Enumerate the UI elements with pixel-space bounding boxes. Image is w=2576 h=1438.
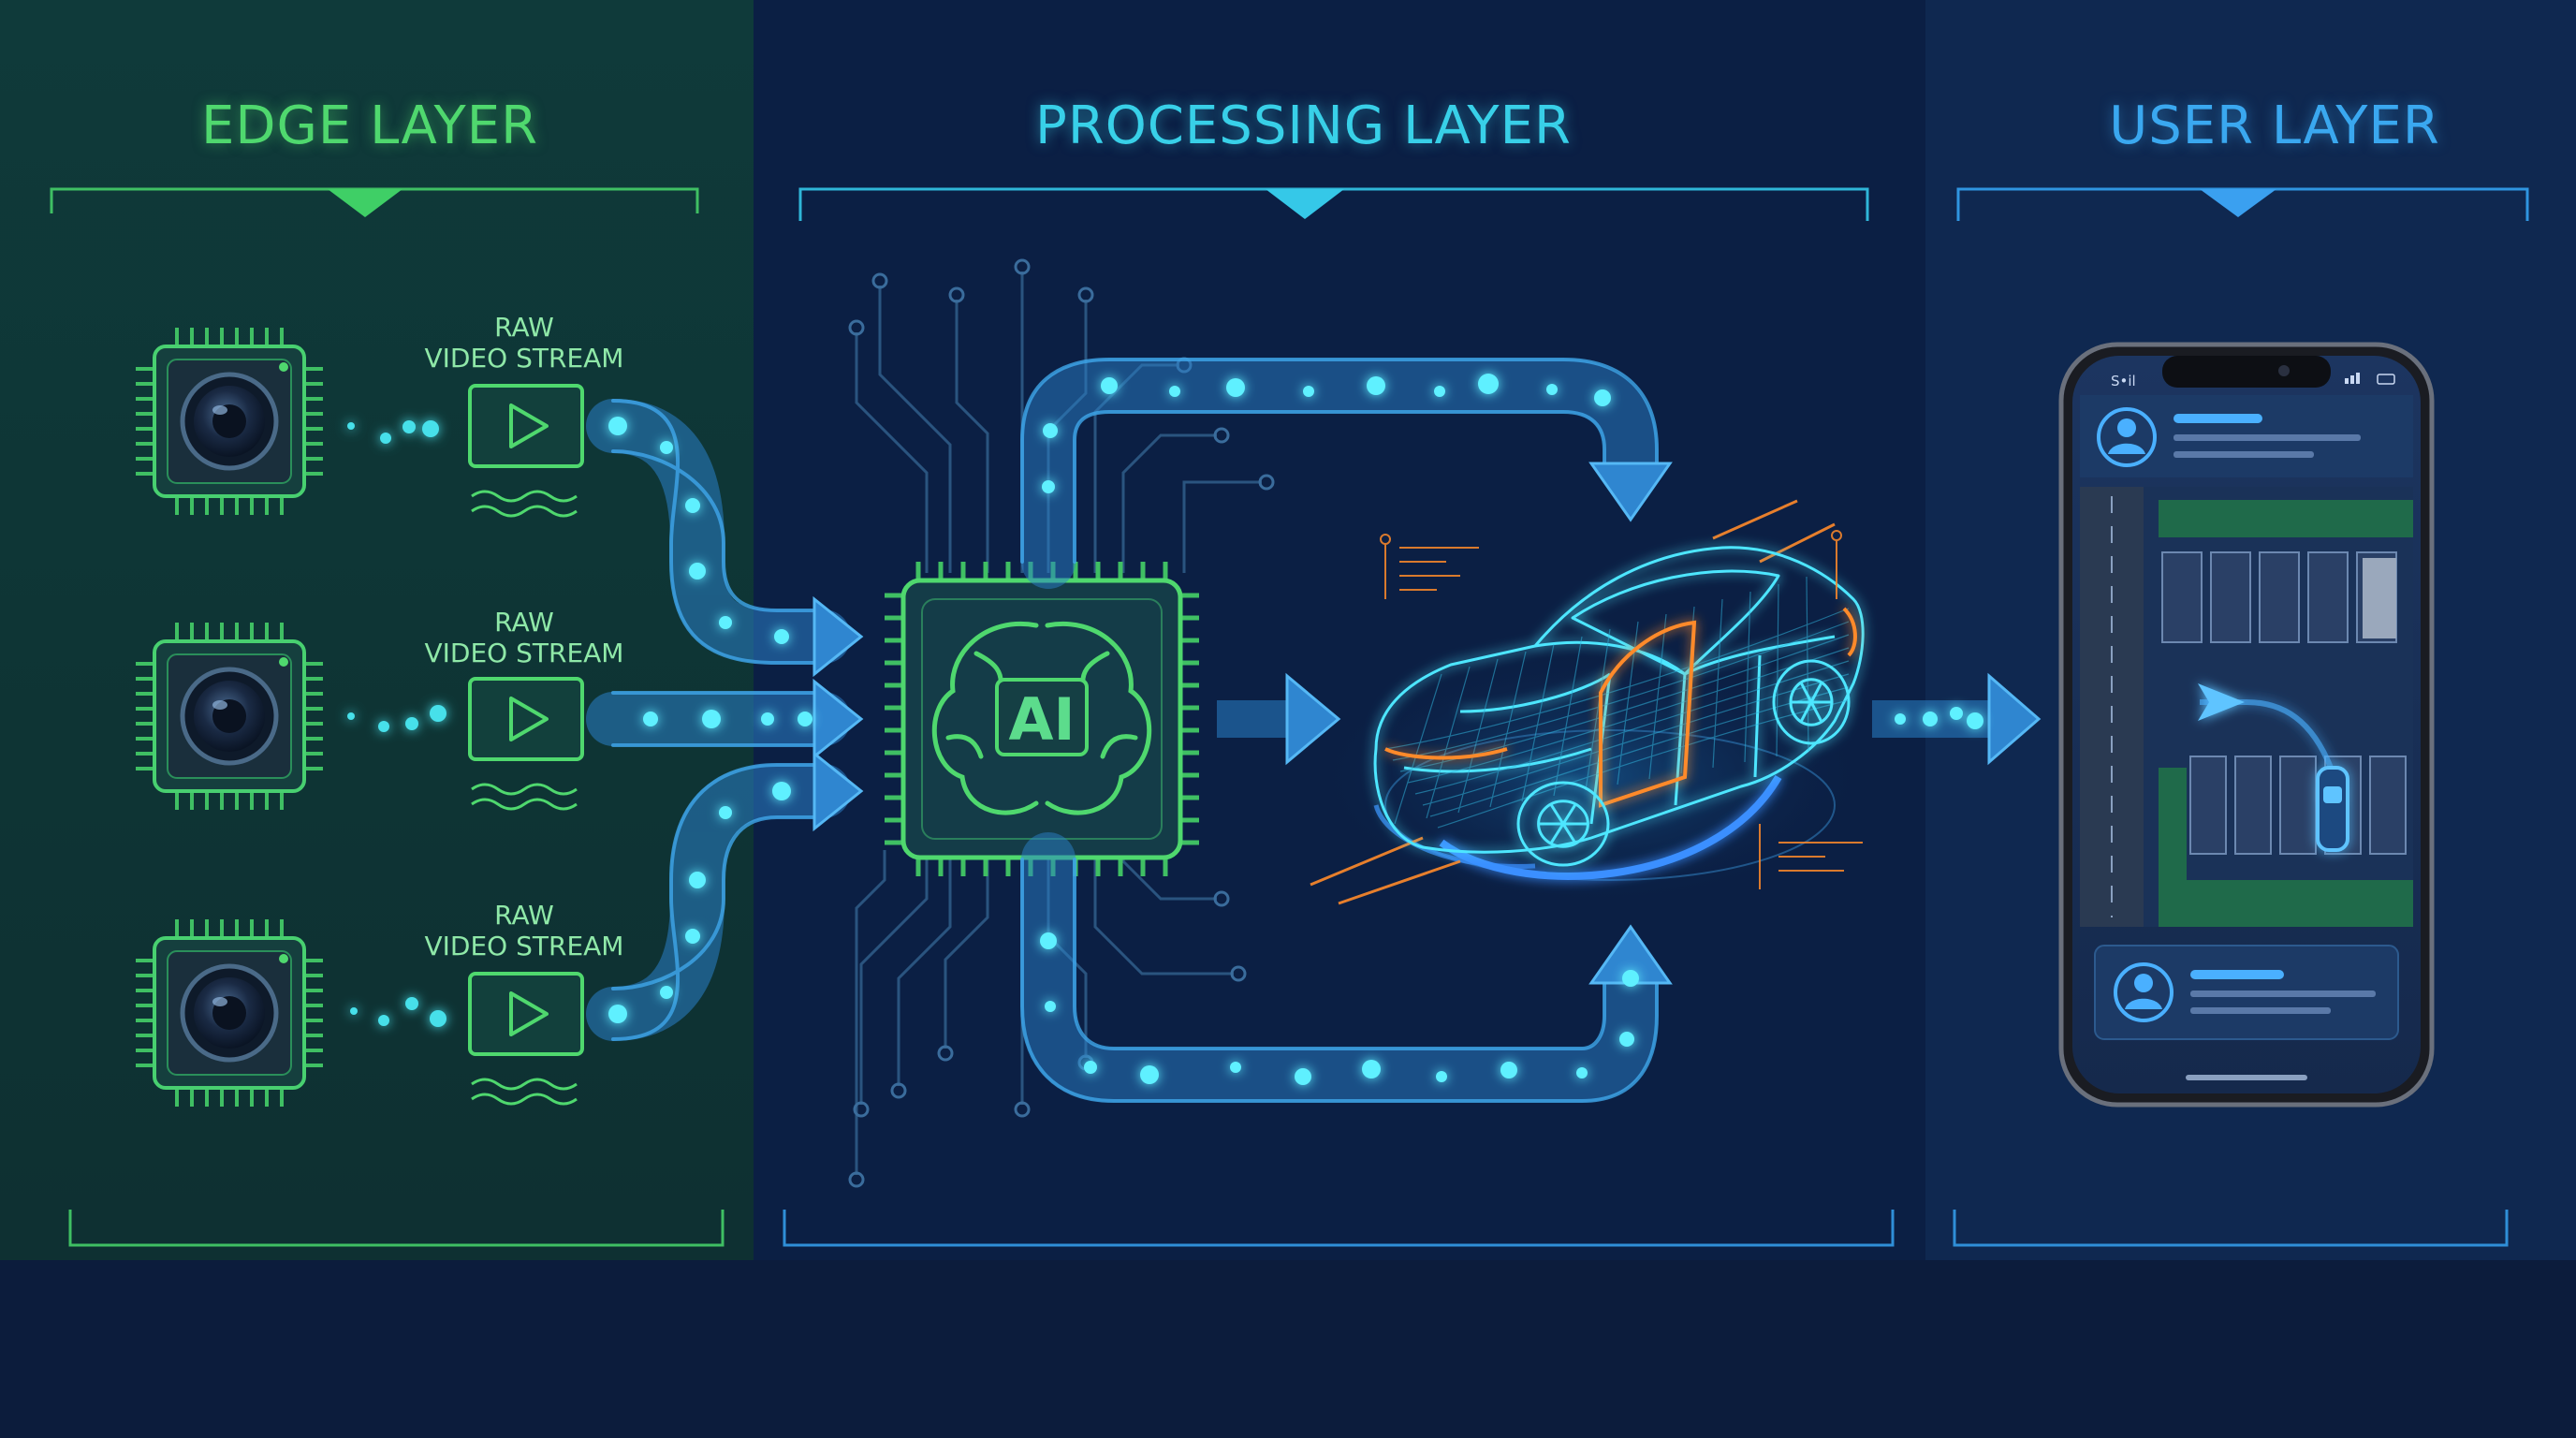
processing-layer-title: PROCESSING LAYER (1035, 95, 1572, 156)
smartphone-icon (2058, 342, 2435, 1108)
stream-label-3-line2: VIDEO STREAM (424, 931, 624, 961)
user-bottom-bracket (1953, 1210, 2509, 1247)
top-pipe-arrowhead (1588, 462, 1673, 522)
parking-map (2080, 487, 2413, 927)
stream-label-1-line1: RAW (494, 312, 554, 343)
stream-label-1: RAW VIDEO STREAM (412, 312, 637, 374)
parked-car-icon (2316, 766, 2349, 852)
processing-bracket-pointer (1266, 189, 1344, 219)
bottom-band (0, 1260, 2576, 1438)
user-bracket-pointer (2200, 189, 2276, 217)
play-video-icon (468, 384, 584, 468)
ai-chip-label: AI (1008, 685, 1075, 754)
user-avatar-icon (2097, 407, 2157, 467)
top-pipe-dots (1042, 374, 1611, 493)
user-layer-title: USER LAYER (2109, 95, 2440, 156)
bottom-pipe-dots (1040, 932, 1639, 1085)
wave-icon (471, 1078, 578, 1106)
edge-bottom-bracket (68, 1210, 724, 1247)
processing-bottom-bracket (783, 1210, 1895, 1247)
phone-bottom-card (2094, 945, 2399, 1040)
edge-to-ai-arrowheads (812, 595, 864, 832)
stream-label-3-line1: RAW (494, 900, 554, 931)
stream-label-2: RAW VIDEO STREAM (412, 607, 637, 668)
stream-label-2-line1: RAW (494, 607, 554, 638)
user-avatar-icon (2114, 962, 2174, 1022)
stream-label-1-line2: VIDEO STREAM (424, 343, 624, 374)
top-feedback-pipe (1020, 358, 1659, 589)
camera-sensor-chip-icon (136, 623, 323, 810)
play-video-icon (468, 677, 584, 761)
edge-to-ai-dots (608, 417, 812, 1023)
wave-icon (471, 783, 578, 811)
stream-label-3: RAW VIDEO STREAM (412, 900, 637, 961)
phone-top-card (2080, 395, 2413, 477)
camera-to-video-dots (347, 420, 446, 1027)
edge-layer-panel (0, 0, 754, 1260)
car-wireframe-icon (1310, 499, 1872, 908)
play-video-icon (468, 972, 584, 1056)
edge-layer-title: EDGE LAYER (200, 95, 539, 156)
ai-brain-chip-icon (885, 562, 1199, 876)
camera-sensor-chip-icon (136, 919, 323, 1107)
stream-label-2-line2: VIDEO STREAM (424, 638, 624, 668)
ai-to-car-arrow (1217, 672, 1341, 766)
wave-icon (471, 490, 578, 518)
camera-sensor-chip-icon (136, 328, 323, 515)
edge-bracket-pointer (328, 189, 402, 217)
navigation-arrow-icon (2198, 683, 2334, 770)
car-to-phone-arrow (1872, 672, 2042, 766)
phone-carrier: S•il (2111, 373, 2136, 389)
